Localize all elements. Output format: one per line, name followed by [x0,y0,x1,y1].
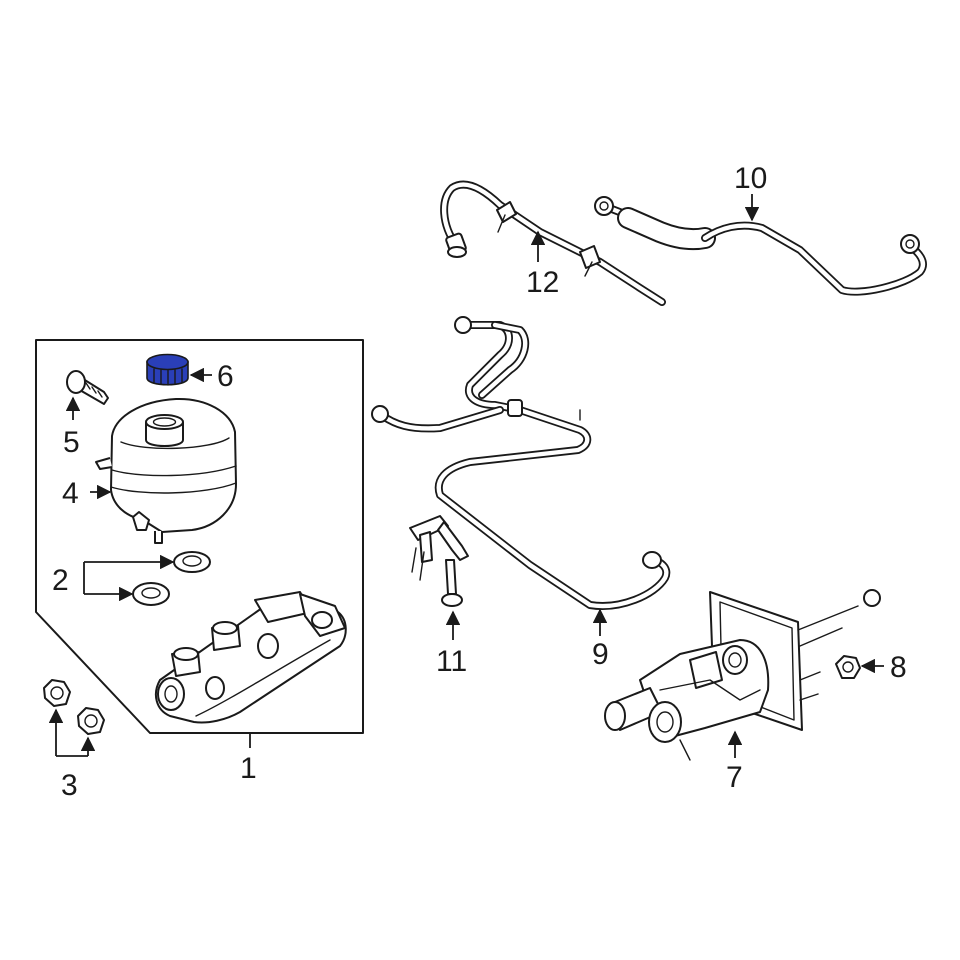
part-5-bolt[interactable] [66,370,109,405]
part-7-booster[interactable] [604,589,881,761]
callout-10: 10 [734,162,767,195]
callout-8: 8 [890,651,907,684]
callout-12: 12 [526,266,559,299]
part-10-vacuum-line[interactable] [594,196,927,296]
callout-9: 9 [592,638,609,671]
part-2-grommets[interactable] [132,551,211,606]
part-11-sensor[interactable] [409,515,469,607]
part-3-nuts[interactable] [43,679,105,735]
callout-6: 6 [217,360,234,393]
part-1-master-cylinder[interactable] [154,591,347,724]
part-4-reservoir[interactable] [95,397,237,544]
callout-7: 7 [726,761,743,794]
part-12-brake-line[interactable] [440,180,666,306]
callout-4: 4 [62,477,79,510]
part-6-reservoir-cap[interactable] [146,353,189,386]
callout-1: 1 [240,752,257,785]
callout-5: 5 [63,426,80,459]
part-8-nut[interactable] [835,655,861,679]
assembly-group-outline [35,339,364,734]
callout-11: 11 [436,645,467,678]
callout-3: 3 [61,769,78,802]
part-9-tube-assembly[interactable] [371,316,671,610]
callout-2: 2 [52,564,69,597]
